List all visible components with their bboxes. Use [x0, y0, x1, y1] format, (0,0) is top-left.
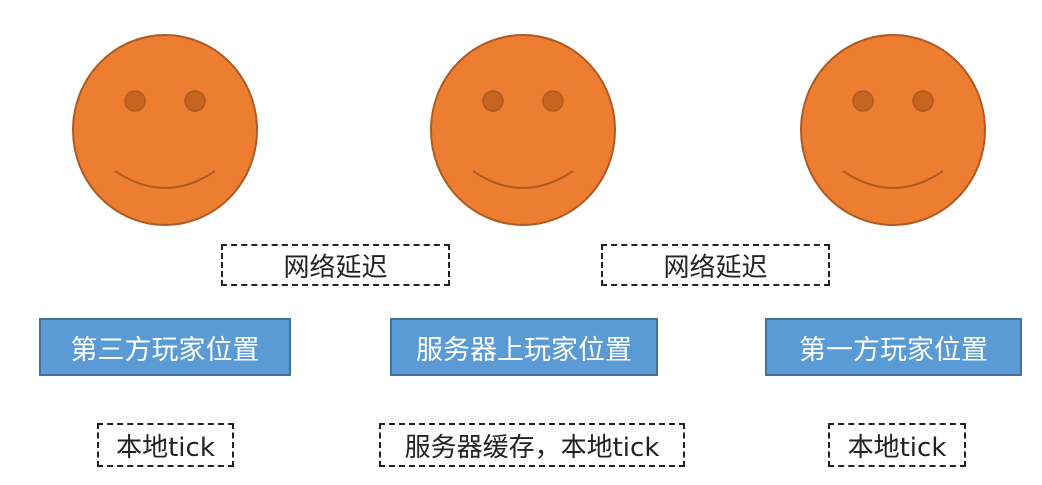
position-box-third-party: 第三方玩家位置 [39, 318, 291, 376]
tick-label-left: 本地tick [97, 423, 234, 467]
tick-label-right: 本地tick [828, 423, 966, 467]
position-box-server: 服务器上玩家位置 [390, 318, 658, 376]
smiley-face-left-icon [71, 33, 259, 227]
latency-label-left: 网络延迟 [221, 244, 450, 286]
smiley-face-middle-icon [429, 33, 617, 227]
position-box-first-party: 第一方玩家位置 [765, 318, 1022, 376]
latency-label-right: 网络延迟 [601, 244, 830, 286]
smiley-face-right-icon [799, 33, 987, 227]
tick-label-middle: 服务器缓存，本地tick [379, 423, 685, 467]
